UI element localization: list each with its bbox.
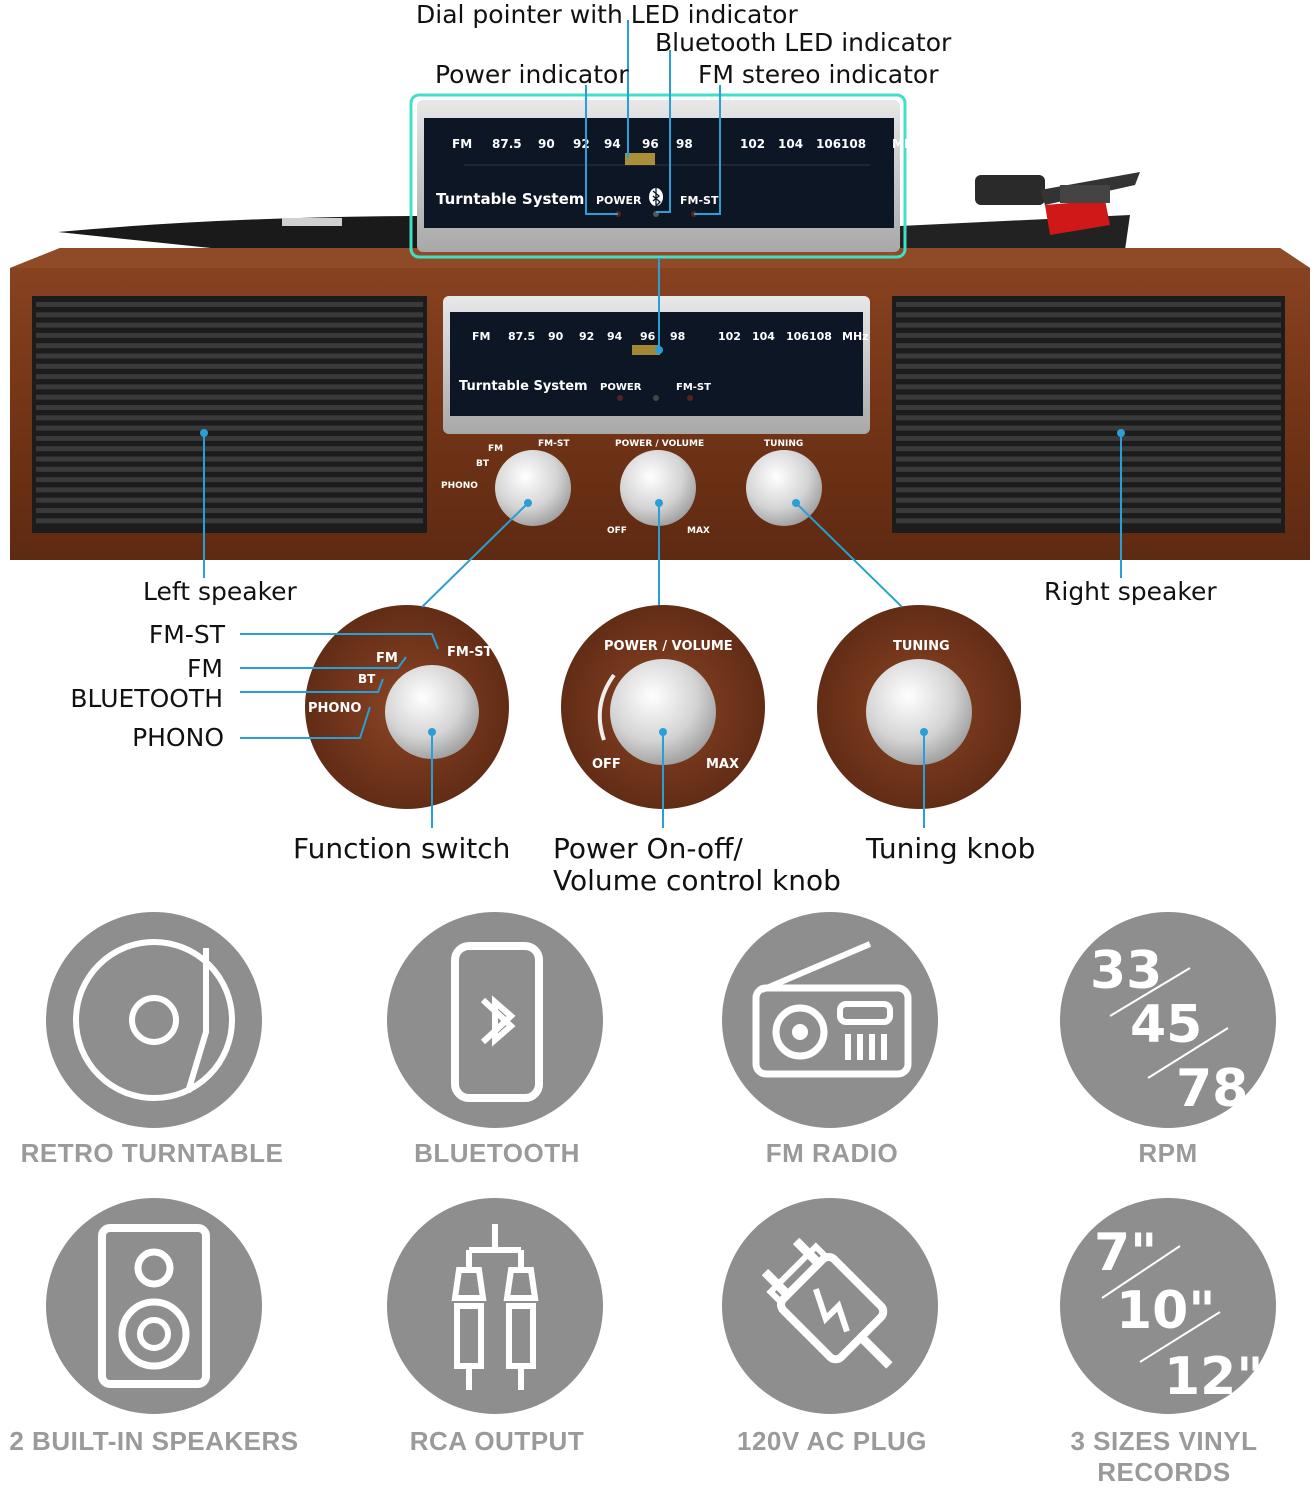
svg-text:FM-ST: FM-ST — [676, 382, 711, 393]
feature-retro-turntable: RETRO TURNTABLE — [20, 1138, 284, 1168]
zoomed-volume-knob: POWER / VOLUME OFF MAX — [561, 605, 765, 809]
zoomed-tuning-knob: TUNING — [817, 605, 1021, 809]
radio-icon — [722, 912, 938, 1128]
right-speaker-grille — [892, 296, 1285, 533]
cabinet-knobs: FM FM-ST BT PHONO POWER / VOLUME OFF MAX… — [441, 439, 822, 536]
feature-fm-radio: FM RADIO — [765, 1138, 899, 1168]
plug-icon — [722, 1198, 938, 1414]
svg-text:Turntable System: Turntable System — [459, 379, 588, 394]
feature-vinyl-sizes: 3 SIZES VINYL — [1070, 1426, 1258, 1456]
tonearm — [900, 172, 1140, 250]
rpm-icon: 33 45 78 — [1060, 912, 1276, 1128]
svg-text:45: 45 — [1130, 995, 1202, 1055]
speaker-icon — [46, 1198, 262, 1414]
right-speaker-label: Right speaker — [1044, 577, 1217, 606]
svg-text:BT: BT — [358, 672, 376, 686]
phono-label: PHONO — [132, 723, 224, 752]
rca-icon — [387, 1198, 603, 1414]
left-speaker-grille — [32, 296, 427, 533]
feature-bluetooth: BLUETOOTH — [414, 1138, 580, 1168]
callout-lines — [203, 20, 1122, 828]
fm-st-label: FM-ST — [148, 620, 225, 649]
bluetooth-phone-icon — [387, 912, 603, 1128]
svg-text:7": 7" — [1094, 1223, 1157, 1283]
fm-stereo-label: FM stereo indicator — [698, 60, 939, 89]
feature-vinyl-sizes-line2: RECORDS — [1097, 1457, 1231, 1487]
feature-rca-output: RCA OUTPUT — [409, 1426, 585, 1456]
svg-text:FM: FM — [376, 651, 398, 666]
feature-ac-plug: 120V AC PLUG — [737, 1426, 927, 1456]
svg-text:PHONO: PHONO — [441, 481, 478, 491]
svg-text:POWER / VOLUME: POWER / VOLUME — [615, 439, 704, 449]
bluetooth-label: BLUETOOTH — [70, 684, 223, 713]
feature-speakers: 2 BUILT-IN SPEAKERS — [9, 1426, 299, 1456]
svg-text:78: 78 — [1176, 1059, 1248, 1119]
left-speaker-label: Left speaker — [143, 577, 297, 606]
svg-text:POWER: POWER — [600, 382, 642, 393]
svg-text:FM-ST: FM-ST — [538, 439, 570, 449]
power-indicator-label: Power indicator — [435, 60, 629, 89]
function-switch-label: Function switch — [293, 832, 511, 865]
svg-text:12": 12" — [1164, 1347, 1263, 1407]
bt-led-label: Bluetooth LED indicator — [655, 28, 952, 57]
svg-text:PHONO: PHONO — [308, 701, 361, 716]
vinyl-sizes-icon: 7" 10" 12" — [1060, 1198, 1276, 1414]
zoomed-function-knob: FM-ST FM BT PHONO — [305, 605, 509, 809]
dial-pointer-label: Dial pointer with LED indicator — [416, 0, 798, 29]
svg-text:FM: FM — [488, 444, 503, 454]
feature-rpm: RPM — [1138, 1138, 1198, 1168]
svg-text:TUNING: TUNING — [764, 439, 803, 449]
fm-label: FM — [187, 654, 223, 683]
svg-text:MAX: MAX — [706, 757, 739, 772]
svg-text:OFF: OFF — [592, 757, 621, 772]
svg-text:Turntable System: Turntable System — [436, 190, 584, 208]
svg-text:FM-ST: FM-ST — [447, 645, 493, 660]
power-volume-label-1: Power On-off/ — [553, 832, 743, 865]
svg-text:TUNING: TUNING — [893, 639, 950, 654]
svg-text:FM-ST: FM-ST — [680, 194, 719, 207]
svg-text:POWER / VOLUME: POWER / VOLUME — [604, 639, 733, 654]
svg-text:OFF: OFF — [607, 526, 627, 536]
svg-text:POWER: POWER — [596, 194, 642, 207]
tuning-knob-label: Tuning knob — [866, 832, 1036, 865]
svg-text:10": 10" — [1116, 1281, 1215, 1341]
turntable-icon — [46, 912, 262, 1128]
svg-text:BT: BT — [476, 459, 490, 469]
svg-text:MAX: MAX — [687, 526, 710, 536]
power-volume-label-2: Volume control knob — [553, 864, 841, 897]
